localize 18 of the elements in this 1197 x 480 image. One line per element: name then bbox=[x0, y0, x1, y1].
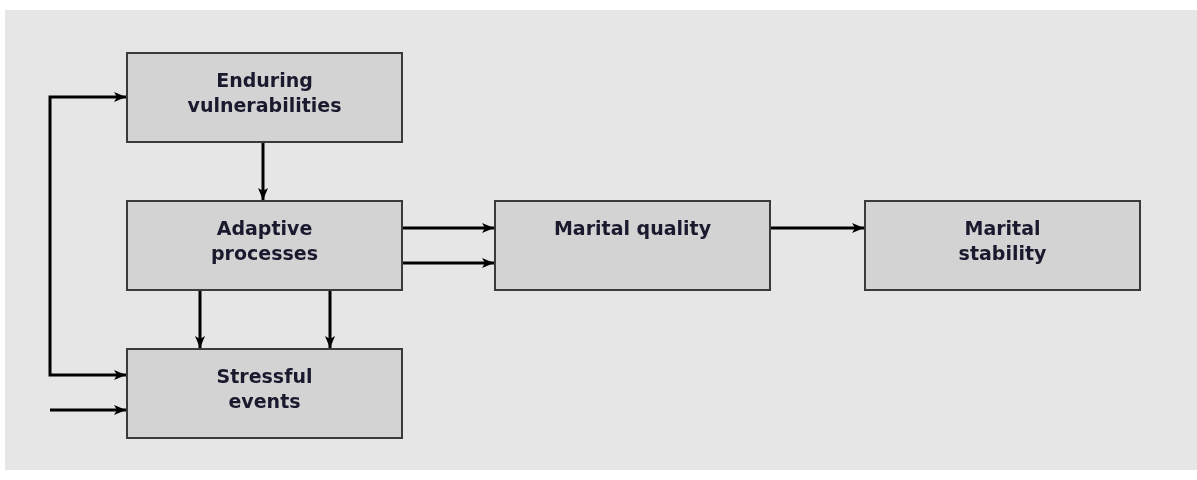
box-label: Marital stability bbox=[957, 216, 1048, 266]
box-label: Stressful events bbox=[215, 364, 314, 414]
process-box bbox=[126, 200, 403, 291]
process-box bbox=[494, 200, 771, 291]
arrow bbox=[50, 405, 126, 415]
process-box bbox=[126, 52, 403, 143]
process-box bbox=[126, 348, 403, 439]
arrow bbox=[195, 291, 205, 348]
box-label: Enduring vulnerabilities bbox=[186, 68, 343, 118]
arrow bbox=[771, 223, 864, 233]
arrow bbox=[403, 258, 494, 268]
box-label: Adaptive processes bbox=[210, 216, 319, 266]
box-label: Marital quality bbox=[552, 216, 713, 241]
arrow bbox=[48, 92, 126, 380]
arrow bbox=[403, 223, 494, 233]
arrow bbox=[325, 291, 335, 348]
process-box bbox=[864, 200, 1141, 291]
arrow bbox=[258, 143, 268, 200]
